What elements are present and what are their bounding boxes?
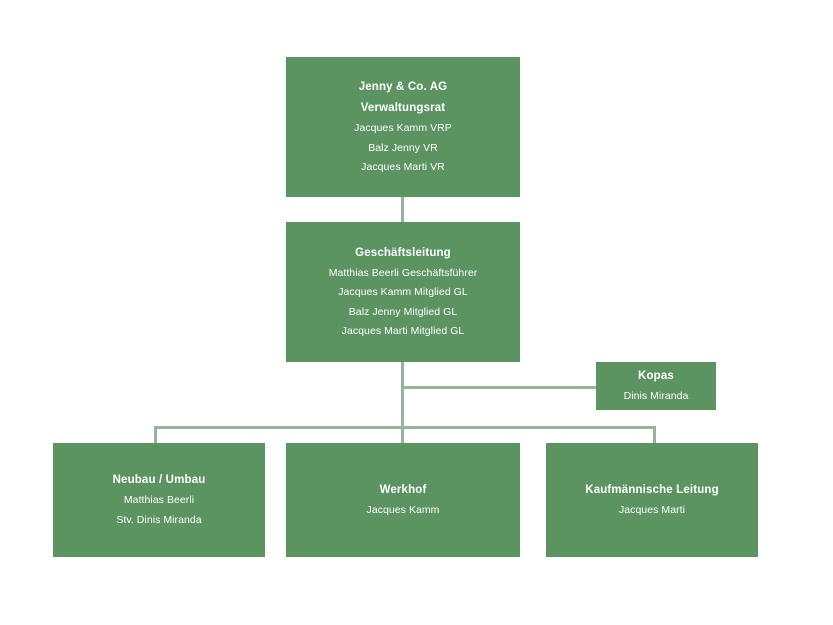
- connector-verwaltungsrat-to-geschaeftsleitung: [401, 197, 404, 222]
- connector-bus-to-neubau-umbau: [154, 426, 157, 443]
- node-geschaeftsleitung-member-4: Jacques Marti Mitglied GL: [341, 325, 465, 338]
- node-geschaeftsleitung-member-1: Matthias Beerli Geschäftsführer: [328, 266, 478, 279]
- node-neubau-umbau-member-1: Matthias Beerli: [123, 494, 195, 507]
- node-verwaltungsrat-member-1: Jacques Kamm VRP: [354, 122, 452, 135]
- node-neubau-umbau-title: Neubau / Umbau: [112, 473, 206, 486]
- node-verwaltungsrat-title-line-2: Verwaltungsrat: [360, 101, 446, 114]
- node-werkhof-member-1: Jacques Kamm: [366, 503, 440, 516]
- node-geschaeftsleitung-title: Geschäftsleitung: [355, 246, 451, 259]
- connector-department-bus: [154, 426, 656, 429]
- node-verwaltungsrat-title-line-1: Jenny & Co. AG: [358, 80, 448, 93]
- node-werkhof-title: Werkhof: [379, 483, 427, 496]
- connector-bus-to-kaufmaennische-leitung: [653, 426, 656, 443]
- node-kaufmaennische-leitung-member-1: Jacques Marti: [618, 503, 685, 516]
- connector-geschaeftsleitung-to-kopas: [401, 386, 596, 389]
- node-kaufmaennische-leitung[interactable]: Kaufmännische Leitung Jacques Marti: [546, 443, 758, 557]
- node-geschaeftsleitung-member-2: Jacques Kamm Mitglied GL: [338, 286, 468, 299]
- node-kopas-title: Kopas: [638, 369, 674, 382]
- node-kopas-member-1: Dinis Miranda: [623, 389, 689, 402]
- node-verwaltungsrat-member-3: Jacques Marti VR: [361, 160, 445, 173]
- node-kopas[interactable]: Kopas Dinis Miranda: [596, 362, 716, 410]
- node-geschaeftsleitung[interactable]: Geschäftsleitung Matthias Beerli Geschäf…: [286, 222, 520, 362]
- node-geschaeftsleitung-member-3: Balz Jenny Mitglied GL: [348, 305, 458, 318]
- node-werkhof[interactable]: Werkhof Jacques Kamm: [286, 443, 520, 557]
- connector-geschaeftsleitung-stem: [401, 362, 404, 443]
- node-verwaltungsrat[interactable]: Jenny & Co. AG Verwaltungsrat Jacques Ka…: [286, 57, 520, 197]
- node-verwaltungsrat-member-2: Balz Jenny VR: [368, 141, 438, 154]
- node-neubau-umbau[interactable]: Neubau / Umbau Matthias Beerli Stv. Dini…: [53, 443, 265, 557]
- node-kaufmaennische-leitung-title: Kaufmännische Leitung: [585, 483, 719, 496]
- node-neubau-umbau-member-2: Stv. Dinis Miranda: [116, 513, 202, 526]
